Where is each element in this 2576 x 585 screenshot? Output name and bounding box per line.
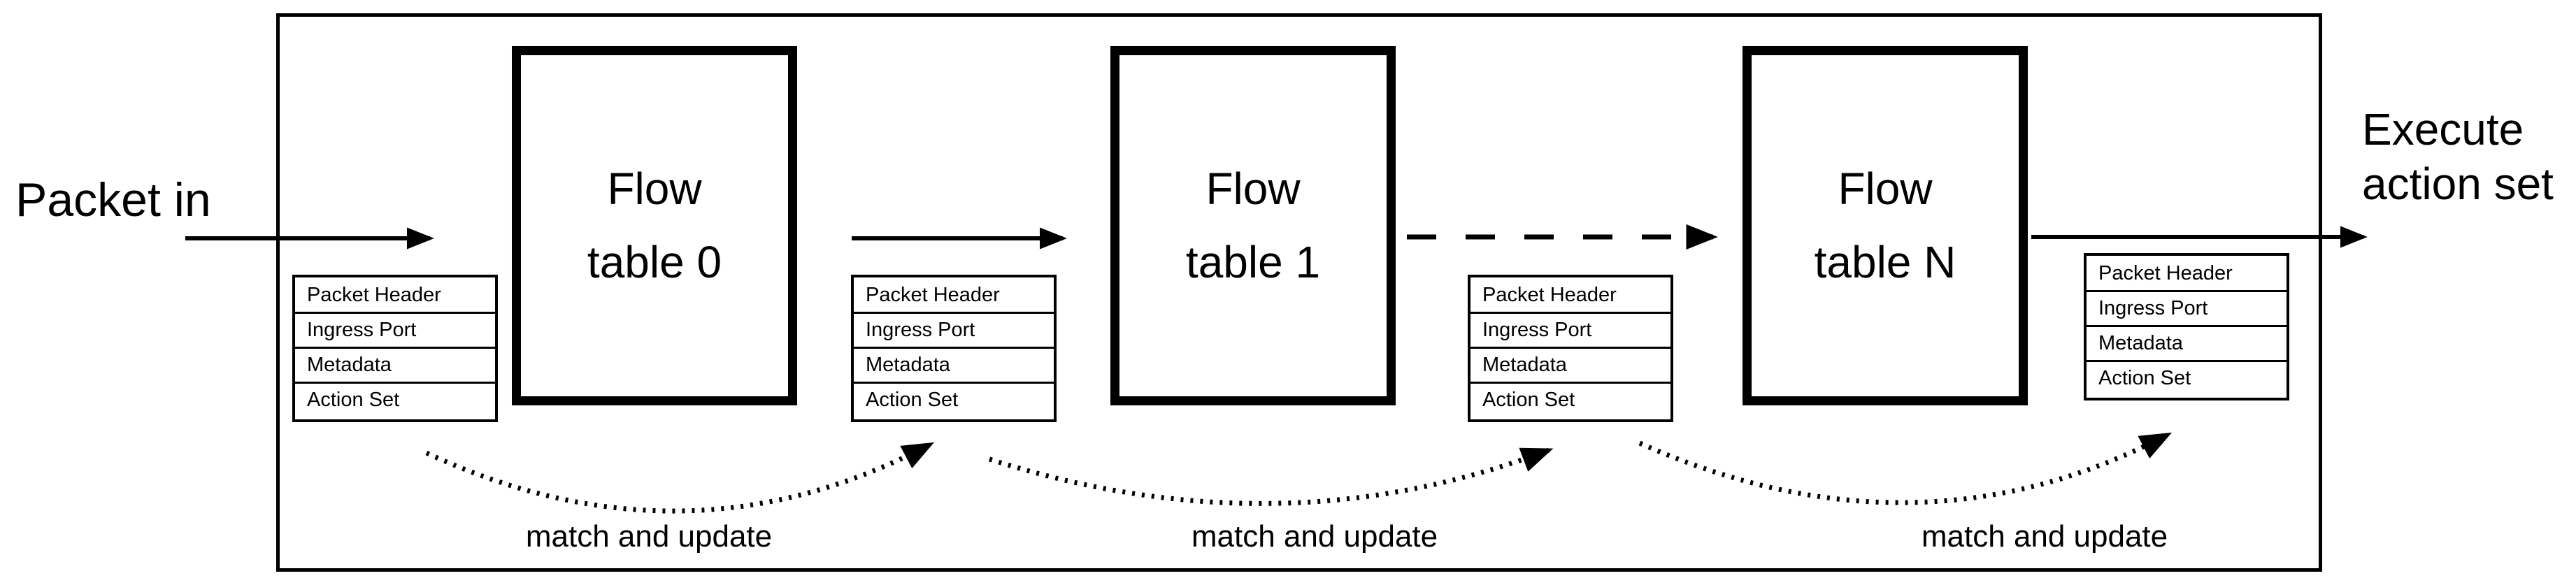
flow-table-N-label-line1: Flow (1838, 164, 1933, 214)
state-table-row: Packet Header (295, 279, 495, 314)
state-table-row: Packet Header (2087, 257, 2287, 292)
state-table-row: Ingress Port (295, 314, 495, 349)
flow-table-1-box: Flow table 1 (1110, 46, 1396, 405)
match-update-curve-2 (988, 447, 1554, 506)
flow-table-0-label-line2: table 0 (587, 237, 722, 287)
state-table-row: Metadata (295, 349, 495, 384)
flow-table-1-label: Flow table 1 (1186, 152, 1320, 299)
flow-table-0-box: Flow table 0 (512, 46, 797, 405)
flow-table-0-label-line1: Flow (607, 164, 702, 214)
state-table-row: Action Set (866, 389, 959, 411)
flow-table-N-box: Flow table N (1743, 46, 2028, 405)
match-and-update-label-3: match and update (1921, 519, 2168, 554)
flow-table-N-label: Flow table N (1815, 152, 1956, 299)
execute-action-set-label: Execute action set (2362, 104, 2554, 210)
state-table-row: Ingress Port (2087, 292, 2287, 327)
flow-table-1-label-line1: Flow (1205, 164, 1301, 214)
state-table-row: Ingress Port (1471, 314, 1670, 349)
state-table-4: Packet Header Ingress Port Metadata Acti… (2084, 253, 2289, 400)
state-table-3: Packet Header Ingress Port Metadata Acti… (1468, 275, 1673, 422)
flow-table-1-label-line2: table 1 (1185, 237, 1321, 287)
packet-in-label: Packet in (15, 173, 211, 226)
match-and-update-label-2: match and update (1191, 519, 1438, 554)
state-table-1: Packet Header Ingress Port Metadata Acti… (292, 275, 498, 422)
state-table-row: Action Set (1482, 389, 1575, 411)
state-table-row: Packet Header (1471, 279, 1670, 314)
match-update-curve-1 (425, 442, 935, 514)
match-and-update-label-1: match and update (525, 519, 773, 554)
flow-table-0-label: Flow table 0 (587, 152, 722, 299)
flow-table-N-label-line2: table N (1814, 237, 1956, 287)
state-table-row: Packet Header (854, 279, 1054, 314)
state-table-row: Ingress Port (854, 314, 1054, 349)
state-table-row: Metadata (1471, 349, 1670, 384)
match-update-curve-3 (1638, 432, 2173, 505)
state-table-row: Action Set (307, 389, 400, 411)
state-table-row: Action Set (2098, 367, 2191, 389)
state-table-row: Metadata (854, 349, 1054, 384)
state-table-row: Metadata (2087, 327, 2287, 362)
state-table-2: Packet Header Ingress Port Metadata Acti… (851, 275, 1057, 422)
